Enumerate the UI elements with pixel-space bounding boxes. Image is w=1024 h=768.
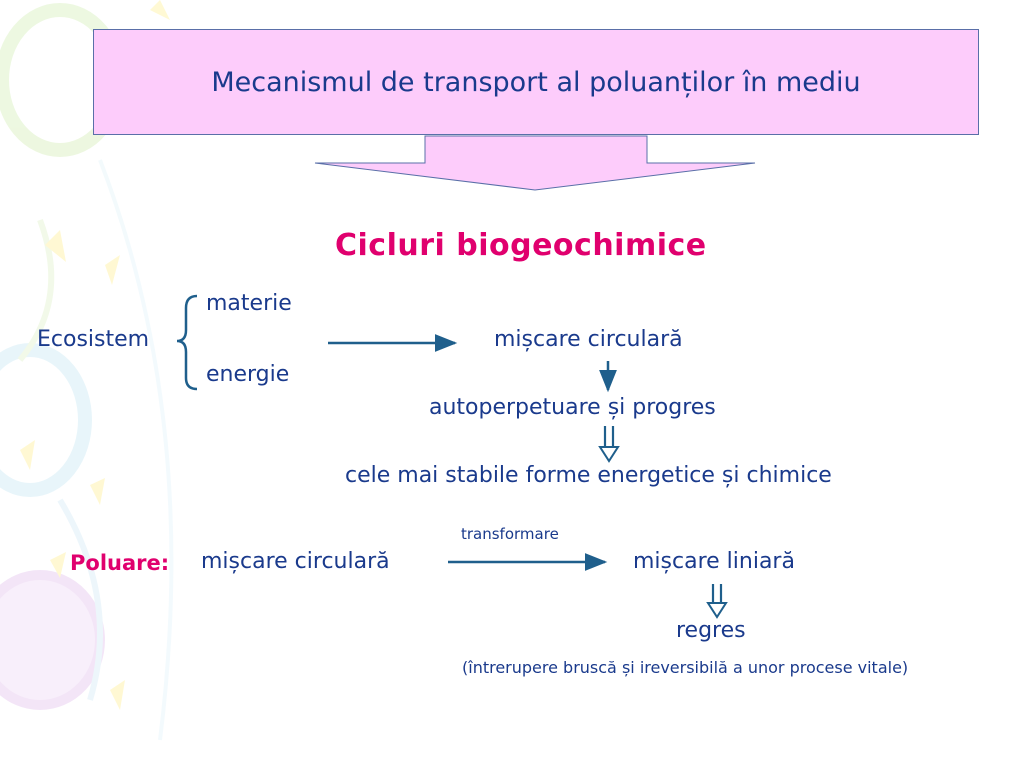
title-text: Mecanismul de transport al poluanților î… bbox=[211, 66, 861, 98]
self-perpetuation: autoperpetuare și progres bbox=[429, 395, 716, 420]
pollution-circular: mișcare circulară bbox=[201, 549, 390, 574]
circular-motion: mișcare circulară bbox=[494, 327, 683, 352]
ecosystem-label: Ecosistem bbox=[37, 327, 150, 352]
section-heading: Cicluri biogeochimice bbox=[335, 228, 707, 263]
pollution-label: Poluare: bbox=[70, 551, 170, 575]
regression: regres bbox=[676, 618, 746, 643]
pollution-linear: mișcare liniară bbox=[633, 549, 795, 574]
stable-forms: cele mai stabile forme energetice și chi… bbox=[345, 463, 832, 488]
regression-note: (întrerupere bruscă și ireversibilă a un… bbox=[462, 658, 909, 677]
branch-energy: energie bbox=[206, 362, 290, 387]
title-box: Mecanismul de transport al poluanților î… bbox=[93, 29, 979, 135]
branch-matter: materie bbox=[206, 291, 292, 316]
transform-label: transformare bbox=[461, 525, 559, 543]
